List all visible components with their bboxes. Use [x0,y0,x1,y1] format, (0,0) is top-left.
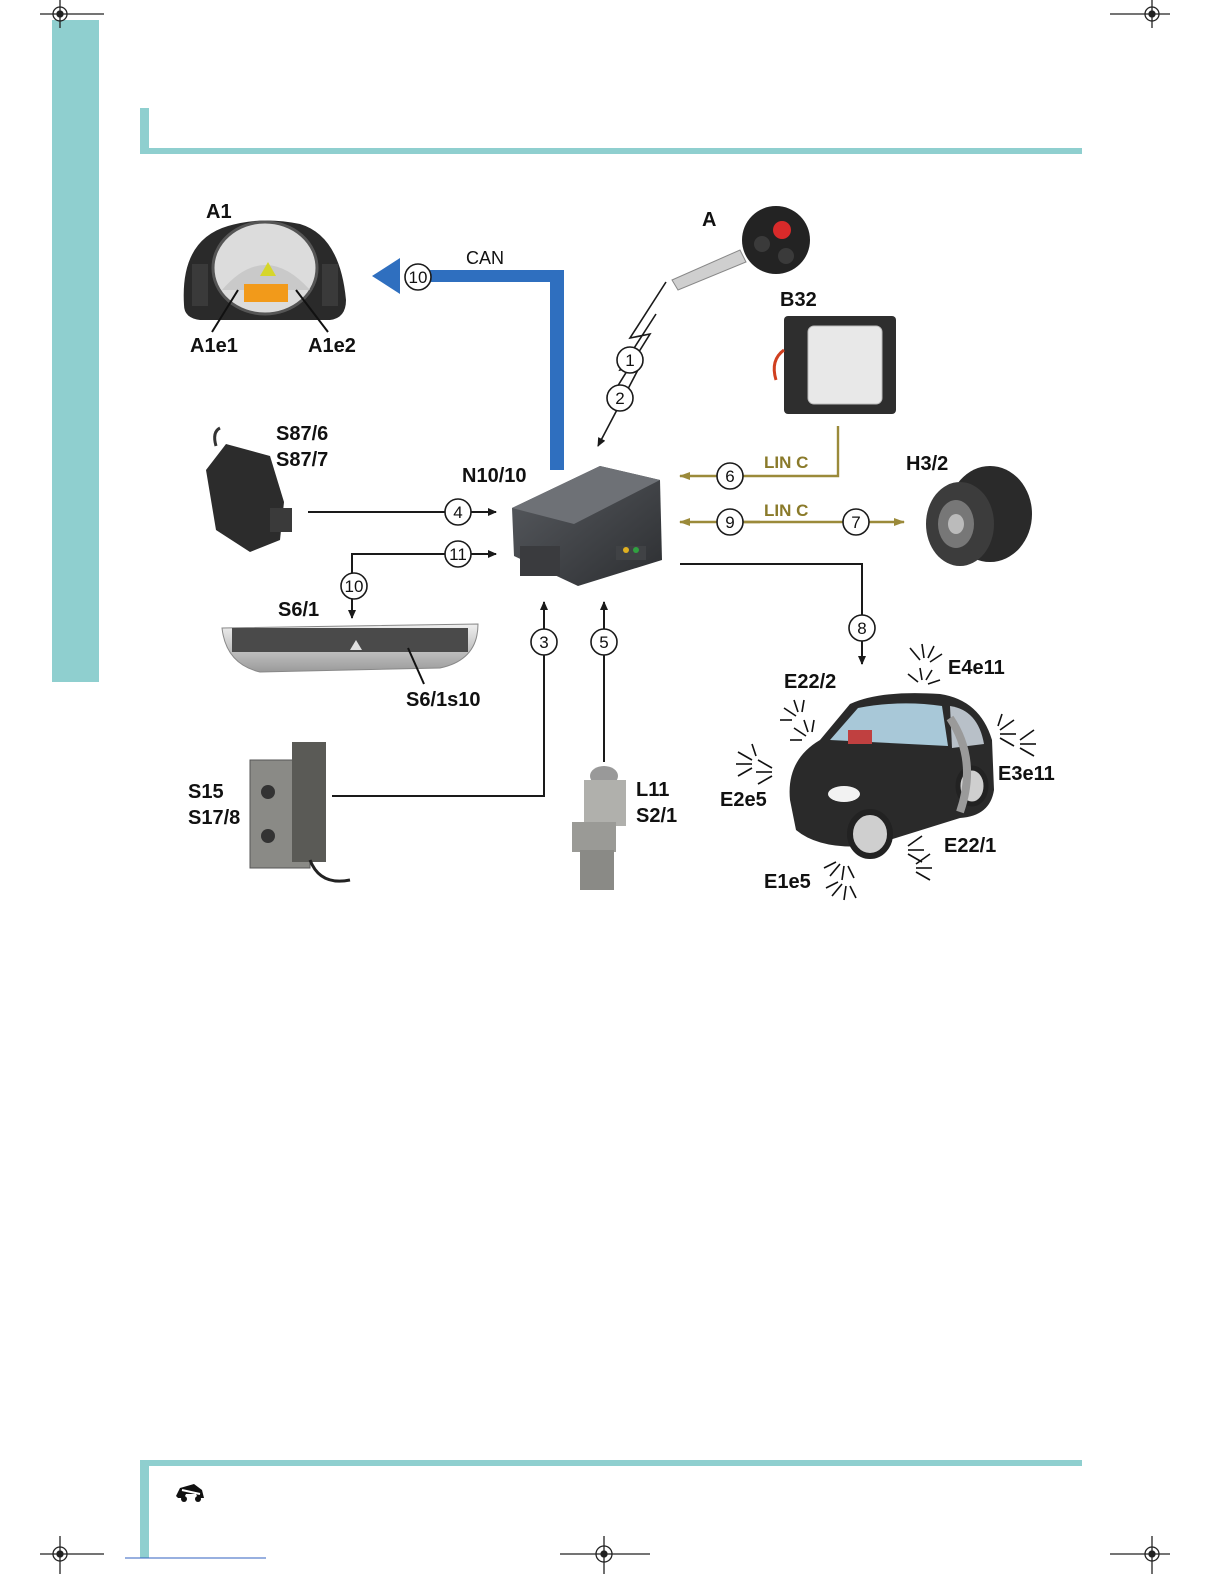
switch-s15-s17-8 [250,742,350,881]
label-a1: A1 [206,201,232,223]
signal-number-1: 1 [625,351,634,370]
can-label: CAN [466,248,504,268]
signal-number-5: 5 [599,633,608,652]
car-icon [176,1484,204,1502]
sensor-b32 [774,316,896,414]
footer-accent-vertical [140,1460,149,1558]
label-s2-1: S2/1 [636,805,677,827]
signal-number-7: 7 [851,513,860,532]
can-bus-arrowhead [372,258,400,294]
registration-mark-tl [40,0,104,28]
signal-number-6: 6 [725,467,734,486]
signal-number-10: 10 [345,577,364,596]
lin-c-label-upper: LIN C [764,453,808,472]
label-e3e11: E3e11 [998,763,1055,785]
label-e2e5: E2e5 [720,789,767,811]
label-a1e2: A1e2 [308,335,356,357]
label-s87-7: S87/7 [276,449,328,471]
registration-mark-bl [40,1536,104,1574]
signal-number-9: 9 [725,513,734,532]
remote-key-a [672,206,810,290]
label-e4e11: E4e11 [948,657,1005,679]
signal-number-3: 3 [539,633,548,652]
label-s17-8: S17/8 [188,807,240,829]
door-lock-s87 [206,428,292,552]
vehicle [790,693,994,856]
signal-number-11: 11 [449,545,467,564]
signal-number-8: 8 [857,619,866,638]
header-accent-vertical [140,108,149,154]
header-rule [140,148,1082,154]
label-e22-1: E22/1 [944,835,996,857]
instrument-cluster-a1 [184,220,346,332]
signal-number-can: 10 [409,268,428,287]
footer-rule [140,1460,1082,1466]
label-s87-6: S87/6 [276,423,328,445]
control-module-n10-10 [512,466,662,586]
switch-panel-s6-1 [222,624,478,684]
registration-mark-br [1110,1536,1170,1574]
ignition-l11-s2-1 [572,766,626,890]
label-key-a: A [702,209,716,231]
signal-number-4: 4 [453,503,462,522]
label-h3-2: H3/2 [906,453,948,475]
label-e22-2: E22/2 [784,671,836,693]
signal-number-2: 2 [615,389,624,408]
registration-mark-tr [1110,0,1170,28]
label-s6-1s10: S6/1s10 [406,689,481,711]
label-b32: B32 [780,289,817,311]
label-e1e5: E1e5 [764,871,811,893]
siren-h3-2 [926,466,1032,566]
label-a1e1: A1e1 [190,335,238,357]
label-s15: S15 [188,781,224,803]
label-s6-1: S6/1 [278,599,319,621]
can-bus-line [410,270,564,470]
label-l11: L11 [636,779,669,801]
lin-c-label-lower: LIN C [764,501,808,520]
label-n10-10: N10/10 [462,465,527,487]
registration-mark-bc [560,1536,650,1574]
